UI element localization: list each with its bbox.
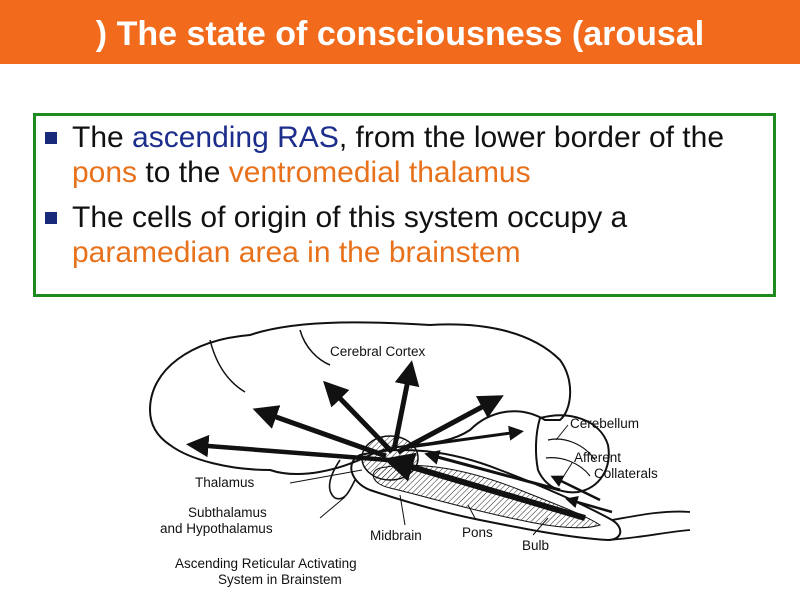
label-pons: Pons (462, 525, 493, 540)
label-bulb: Bulb (522, 538, 549, 553)
bullet-item: The cells of origin of this system occup… (40, 200, 770, 270)
bullet-text-part: ventromedial thalamus (228, 156, 531, 189)
bullet-text-part: The cells of origin of this system occup… (72, 201, 628, 234)
label-subthalamus: Subthalamus (188, 505, 267, 520)
bullet-text-part: pons (72, 156, 138, 189)
reticular-formation (372, 464, 602, 529)
label-cerebellum: Cerebellum (570, 416, 639, 431)
slide-title: ) The state of consciousness (arousal (95, 15, 705, 53)
label-afferent: Afferent (574, 450, 621, 465)
cerebrum-outline (148, 321, 572, 476)
bullet-square-icon (45, 132, 57, 144)
bullet-item: The ascending RAS, from the lower border… (40, 120, 770, 190)
bullet-text-part: to the (137, 156, 229, 189)
title-bar (0, 0, 800, 64)
label-collaterals: Collaterals (594, 466, 658, 481)
bullet-list: The ascending RAS, from the lower border… (40, 120, 770, 280)
bullet-text-part: paramedian area in the brainstem (72, 236, 521, 269)
bullet-text-part: ascending RAS (132, 121, 339, 154)
caption-line-1: Ascending Reticular Activating (175, 556, 357, 571)
label-hypothalamus: and Hypothalamus (160, 521, 273, 536)
bullet-square-icon (45, 212, 57, 224)
label-thalamus: Thalamus (195, 475, 255, 490)
bullet-text-part: The (72, 121, 133, 154)
bullet-box (33, 113, 776, 297)
ras-brain-diagram: Cerebral Cortex Cerebellum Afferent Coll… (148, 321, 691, 587)
caption-line-2: System in Brainstem (218, 572, 342, 587)
label-cerebral-cortex: Cerebral Cortex (330, 344, 426, 359)
label-midbrain: Midbrain (370, 528, 422, 543)
bullet-text-part: , from the lower border of the (338, 121, 725, 154)
